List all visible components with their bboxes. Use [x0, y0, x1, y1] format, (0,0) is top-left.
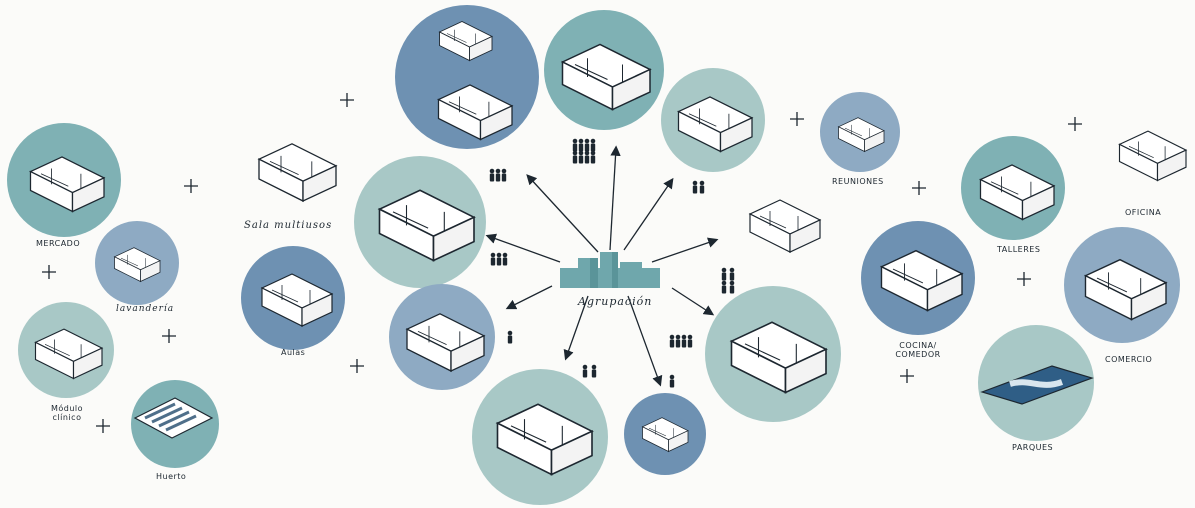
- aulas-label: Aulas: [281, 348, 306, 357]
- mercado-module: [7, 123, 121, 237]
- modulo-clinico-label: Módulo clínico: [50, 404, 84, 422]
- oficina-module: [1118, 130, 1187, 182]
- modulo-clinico-label-line1: Módulo: [50, 404, 84, 413]
- parques-landscape-icon: [980, 365, 1094, 405]
- reuniones-module: [820, 92, 900, 172]
- huerto-label: Huerto: [156, 472, 187, 481]
- oficina-building-icon: [1118, 130, 1187, 182]
- sala-multiusos-building-icon: [258, 143, 337, 202]
- reuniones-label: REUNIONES: [832, 177, 884, 186]
- talleres-label: TALLERES: [997, 245, 1041, 254]
- cocina-comedor-module: [861, 221, 975, 335]
- plus-icon: [42, 93, 364, 433]
- cocina-comedor-label-line1: COCINA/: [899, 341, 937, 350]
- lavanderia-module: [95, 221, 179, 305]
- arrow-icon: [485, 145, 719, 387]
- huerto-module: [131, 380, 219, 468]
- modulo-clinico-module: [18, 302, 114, 398]
- parques-module: [978, 325, 1094, 441]
- lavanderia-label: lavandería: [116, 304, 175, 314]
- agrupacion-label: Agrupación: [578, 295, 653, 308]
- modulo-clinico-label-line2: clínico: [52, 413, 82, 423]
- huerto-plot-icon: [133, 397, 214, 439]
- building-icon: [749, 199, 821, 253]
- comercio-module: [1064, 227, 1180, 343]
- agrupacion-block-icon: [560, 252, 660, 288]
- sala-multiusos-label: Sala multiusos: [244, 220, 333, 231]
- oficina-label: OFICINA: [1125, 208, 1162, 217]
- comercio-label: COMERCIO: [1105, 355, 1153, 364]
- cocina-comedor-label: COCINA/ COMEDOR: [890, 341, 946, 359]
- talleres-module: [961, 136, 1065, 240]
- cocina-comedor-label-line2: COMEDOR: [895, 350, 941, 360]
- sala-multiusos-module: [258, 143, 337, 202]
- aulas-module: [241, 246, 345, 350]
- cluster-modules: [354, 5, 841, 505]
- parques-label: PARQUES: [1012, 443, 1054, 452]
- mercado-label: MERCADO: [36, 239, 81, 248]
- plus-icon: [790, 112, 1082, 383]
